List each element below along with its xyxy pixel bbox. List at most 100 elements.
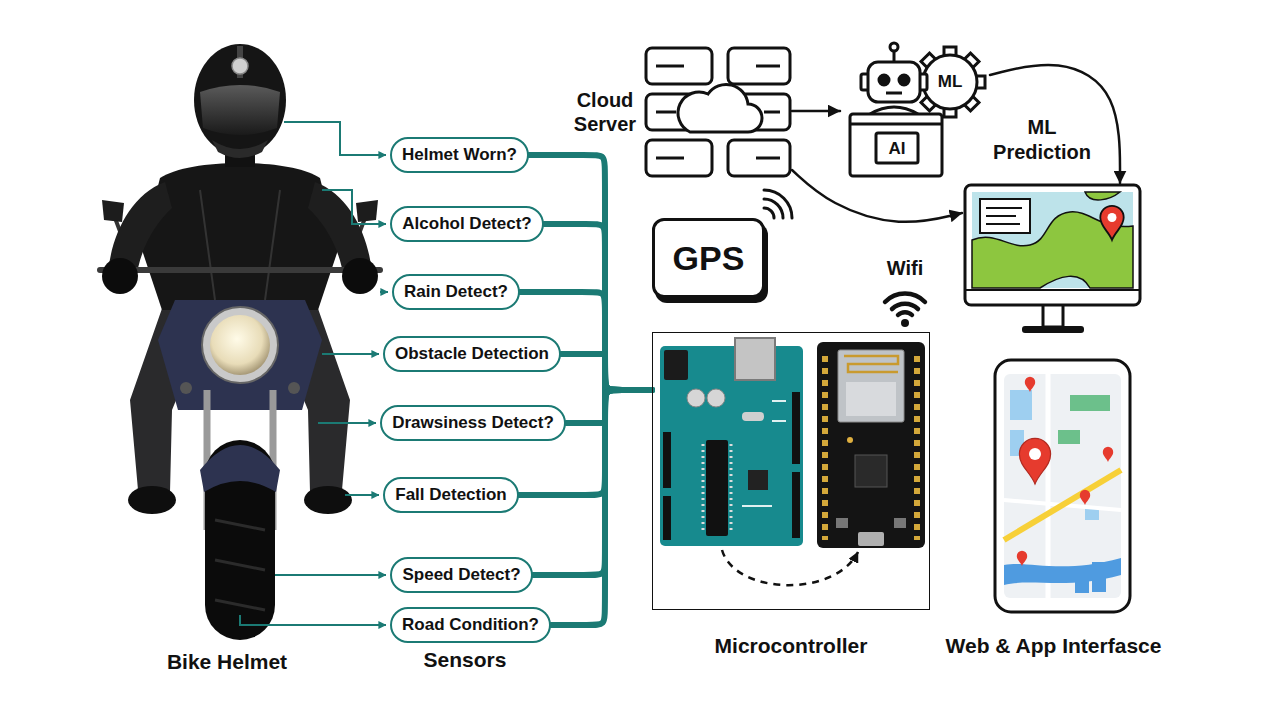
node-text: GPS (673, 241, 745, 275)
phone-illustration-part (1004, 374, 1121, 598)
board-link-arrow (722, 550, 858, 585)
phone-illustration-part (1070, 395, 1110, 411)
arduino-board-part (730, 444, 733, 532)
ml-prediction-node: ML Prediction (840, 40, 990, 180)
rider-illustration-part (100, 267, 380, 273)
microcontroller-box: Microcontroller (652, 332, 930, 610)
ml-robot-icon-part (899, 75, 909, 85)
sensor-leader-line-part (322, 353, 379, 355)
nodemcu-board-part (836, 518, 848, 528)
arduino-board-part (772, 400, 786, 402)
rider-illustration-part (210, 315, 270, 375)
monitor-illustration (965, 185, 1140, 333)
wifi-icon-part (901, 319, 909, 327)
bus-connector (551, 390, 652, 625)
monitor-illustration-part (986, 215, 1016, 217)
rider-illustration-part (232, 58, 248, 74)
monitor-illustration-part (1100, 206, 1123, 240)
label-anchor: AI (889, 139, 906, 159)
nodemcu-board-part (817, 342, 925, 548)
phone-illustration-part-part (1029, 448, 1041, 460)
rider-illustration-part (194, 44, 286, 156)
arduino-board-part (663, 432, 671, 488)
phone-illustration-part (1092, 562, 1106, 592)
monitor-illustration-part (1022, 326, 1084, 333)
ml-robot-icon-part (876, 133, 918, 163)
cloud-server-icon-part (646, 48, 712, 84)
monitor-illustration-part (980, 199, 1030, 233)
node-text: Web & App Interfasce (904, 633, 1204, 658)
bus-connector (544, 224, 652, 390)
rider-illustration-part (202, 307, 278, 383)
arduino-board-part (748, 470, 768, 490)
nodemcu-board-part (844, 356, 898, 372)
arduino-board-part (663, 496, 671, 540)
arduino-board-part (664, 350, 688, 380)
nodemcu-board-part (822, 356, 828, 540)
nodemcu-board-part (894, 518, 906, 528)
arduino-board-part (742, 505, 772, 507)
board-link-arrow-part (722, 550, 858, 585)
cloud-server-icon-part (656, 111, 676, 114)
arduino-board-part (792, 392, 800, 464)
gps-signal-icon-part (764, 190, 792, 218)
rider-illustration-part (304, 486, 352, 514)
ml-robot-icon (850, 43, 985, 176)
wifi-icon-part (885, 294, 925, 302)
arduino-board-part (707, 389, 725, 407)
phone-illustration-part-part (1025, 377, 1035, 392)
cloud-server-icon (646, 48, 790, 176)
nodemcu-board-part (847, 437, 853, 443)
node-text: Road Condition? (402, 616, 539, 635)
arduino-board-part (792, 472, 800, 538)
phone-illustration-part (1017, 551, 1027, 566)
flow-arrow (792, 170, 962, 222)
arduino-board-part (735, 338, 775, 380)
monitor-illustration-part (1043, 303, 1063, 327)
node-text: ML Prediction (992, 115, 1092, 165)
rider-illustration-part (200, 85, 280, 135)
flow-arrow (990, 65, 1120, 183)
arduino-board-part (660, 346, 803, 546)
cloud-server-icon-part (646, 140, 712, 176)
gear-label: ML (938, 72, 963, 92)
ml-robot-icon-part (923, 55, 977, 109)
node-text: Alcohol Detect? (402, 215, 531, 234)
gps-signal-icon-part (764, 199, 783, 218)
nodemcu-board-part (914, 356, 920, 540)
arduino-board-part (687, 389, 705, 407)
phone-illustration (995, 360, 1130, 612)
rider-illustration (100, 44, 380, 640)
wifi-icon-part (892, 304, 918, 309)
cloud-server-icon-part (756, 157, 780, 160)
monitor-illustration-part (966, 289, 1139, 291)
sensor-leader-line-part (322, 190, 386, 224)
node-text: Cloud Server (565, 88, 645, 136)
arduino-board-part (742, 412, 764, 421)
cloud-server-icon-part (764, 111, 780, 114)
arduino-board-part (772, 420, 786, 422)
wifi-label: Wifi (887, 256, 923, 280)
cloud-server-icon-part (656, 157, 684, 160)
monitor-illustration-part (972, 192, 1133, 288)
rider-illustration-part (342, 258, 378, 294)
nodemcu-board-part (846, 382, 896, 416)
phone-illustration-part-part (1019, 438, 1050, 484)
ml-robot-icon-part (890, 43, 898, 51)
sensor-pill: Helmet Worn? (390, 137, 529, 173)
arduino-board-part (702, 444, 705, 532)
bus-connector (561, 354, 652, 390)
node-text: Helmet Worn? (402, 146, 517, 165)
node-text: Obstacle Detection (395, 345, 549, 364)
cloud-server-icon-part (728, 140, 790, 176)
node-text: Speed Detect? (402, 566, 520, 585)
phone-illustration-part-part (1080, 490, 1090, 505)
sensor-pill: Fall Detection (383, 477, 519, 513)
sensor-leader-line-part (380, 291, 388, 293)
sensor-leader-line (240, 122, 388, 625)
sensor-leader-line-part (284, 122, 386, 155)
label-anchor: Wifi (887, 256, 923, 280)
sensor-pill: Obstacle Detection (383, 336, 561, 372)
